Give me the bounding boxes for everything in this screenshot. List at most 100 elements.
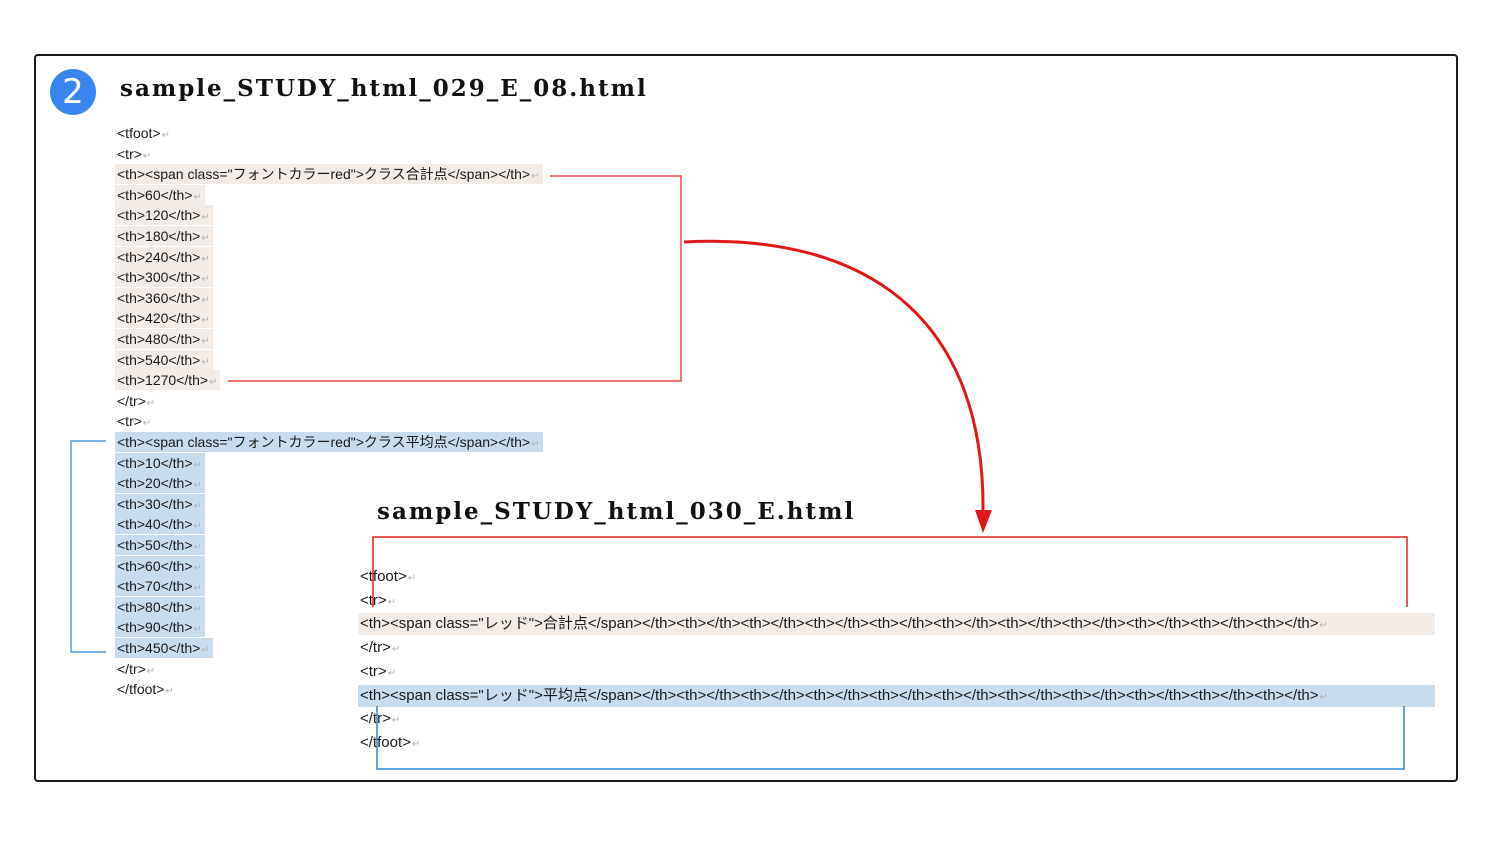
code-line: <th>240</th>↵ — [115, 246, 213, 267]
code-text: <th>420</th> — [117, 310, 201, 327]
line-break-icon: ↵ — [531, 439, 540, 450]
code-text: <tr> — [117, 145, 142, 162]
code-line: <tfoot>↵ — [358, 566, 419, 588]
line-break-icon: ↵ — [201, 336, 210, 347]
code-text: </tr> — [117, 392, 146, 409]
code-text: <th>480</th> — [117, 331, 201, 347]
code-text: <th>70</th> — [117, 578, 193, 595]
code-line: <th>300</th>↵ — [115, 267, 213, 288]
line-break-icon: ↵ — [161, 130, 170, 141]
line-break-icon: ↵ — [201, 645, 210, 656]
line-break-icon: ↵ — [407, 573, 417, 584]
line-break-icon: ↵ — [1319, 620, 1328, 632]
line-break-icon: ↵ — [193, 500, 202, 512]
code-text: <tr> — [360, 662, 387, 680]
code-text: <tfoot> — [360, 568, 407, 585]
code-line: <th><span class="レッド">平均点</span></th><th… — [358, 684, 1435, 707]
line-break-icon: ↵ — [201, 253, 210, 265]
code-text: <th>80</th> — [117, 598, 193, 615]
code-line: <th>10</th>↵ — [115, 452, 205, 473]
code-text: <tfoot> — [117, 125, 161, 141]
line-break-icon: ↵ — [165, 686, 174, 698]
red-bracket-source — [228, 175, 682, 382]
line-break-icon: ↵ — [391, 715, 401, 727]
content-frame — [34, 54, 1458, 782]
code-line: <th>450</th>↵ — [115, 638, 213, 658]
code-text: <th>90</th> — [117, 619, 193, 636]
code-line: </tr>↵ — [115, 659, 158, 679]
file-title-target: sample_STUDY_html_030_E.html — [377, 498, 856, 525]
line-break-icon: ↵ — [411, 738, 421, 750]
code-line: <th>30</th>↵ — [115, 493, 205, 514]
line-break-icon: ↵ — [193, 542, 202, 553]
line-break-icon: ↵ — [209, 377, 218, 389]
code-line: </tr>↵ — [115, 391, 158, 411]
line-break-icon: ↵ — [142, 150, 152, 162]
line-break-icon: ↵ — [201, 212, 210, 224]
code-line: </tr>↵ — [358, 708, 403, 730]
code-text: <th>360</th> — [117, 289, 201, 306]
code-line: <th>180</th>↵ — [115, 226, 213, 246]
code-line: <th>20</th>↵ — [115, 473, 205, 494]
blue-bracket-target — [376, 706, 1405, 770]
line-break-icon: ↵ — [201, 233, 210, 244]
line-break-icon: ↵ — [387, 596, 397, 608]
code-line: <th>70</th>↵ — [115, 576, 205, 597]
line-break-icon: ↵ — [391, 644, 401, 656]
code-line: <th>40</th>↵ — [115, 514, 205, 535]
code-line: <tfoot>↵ — [115, 123, 173, 143]
code-text: <th>450</th> — [117, 640, 201, 656]
code-text: <tr> — [117, 413, 142, 430]
code-text: <th>60</th> — [117, 557, 193, 574]
line-break-icon: ↵ — [146, 665, 156, 677]
code-text: <th><span class="レッド">合計点</span></th><th… — [360, 615, 1319, 633]
code-line: <th>60</th>↵ — [115, 555, 205, 576]
code-line: </tfoot>↵ — [358, 732, 423, 754]
code-line: <tr>↵ — [115, 144, 154, 164]
code-text: <th><span class="フォントカラーred">クラス合計点</spa… — [117, 166, 531, 183]
code-text: </tr> — [360, 639, 391, 657]
step-number-badge: 2 — [50, 69, 96, 115]
line-break-icon: ↵ — [193, 480, 202, 492]
code-text: <th><span class="フォントカラーred">クラス平均点</spa… — [117, 434, 531, 450]
blue-bracket-source — [70, 440, 106, 653]
code-line: <th>360</th>↵ — [115, 287, 213, 308]
code-text: <th>60</th> — [117, 186, 193, 203]
line-break-icon: ↵ — [193, 459, 202, 471]
line-break-icon: ↵ — [201, 356, 210, 368]
line-break-icon: ↵ — [193, 521, 202, 533]
code-line: <th>80</th>↵ — [115, 596, 205, 617]
code-line: <th>60</th>↵ — [115, 184, 205, 205]
code-line: <th>90</th>↵ — [115, 617, 205, 638]
code-line: <tr>↵ — [358, 661, 399, 683]
red-arrow-head — [975, 510, 992, 533]
red-arrow-curve — [683, 239, 985, 513]
code-text: <th>40</th> — [117, 516, 193, 533]
code-text: <th>180</th> — [117, 228, 201, 244]
code-line: <th>420</th>↵ — [115, 308, 213, 329]
code-line: <tr>↵ — [115, 411, 154, 431]
code-text: <th>1270</th> — [117, 372, 209, 389]
code-line: <th>120</th>↵ — [115, 205, 213, 226]
line-break-icon: ↵ — [1319, 691, 1328, 703]
code-text: <th>240</th> — [117, 248, 201, 265]
line-break-icon: ↵ — [193, 624, 202, 636]
code-line: <th>540</th>↵ — [115, 349, 213, 370]
line-break-icon: ↵ — [531, 171, 540, 183]
line-break-icon: ↵ — [201, 294, 210, 306]
code-line: </tr>↵ — [358, 637, 403, 659]
code-text: <th>20</th> — [117, 475, 193, 492]
line-break-icon: ↵ — [201, 315, 210, 327]
line-break-icon: ↵ — [387, 667, 397, 679]
red-bracket-target — [372, 536, 1408, 607]
line-break-icon: ↵ — [193, 562, 202, 574]
code-text: <th><span class="レッド">平均点</span></th><th… — [360, 686, 1319, 704]
code-line: <th><span class="フォントカラーred">クラス平均点</spa… — [115, 432, 543, 452]
code-text: </tfoot> — [360, 733, 411, 751]
code-text: <th>120</th> — [117, 207, 201, 224]
code-text: <th>10</th> — [117, 454, 193, 471]
code-text: </tr> — [117, 660, 146, 677]
file-title-source: sample_STUDY_html_029_E_08.html — [120, 75, 648, 102]
code-line: <th><span class="レッド">合計点</span></th><th… — [358, 613, 1435, 636]
